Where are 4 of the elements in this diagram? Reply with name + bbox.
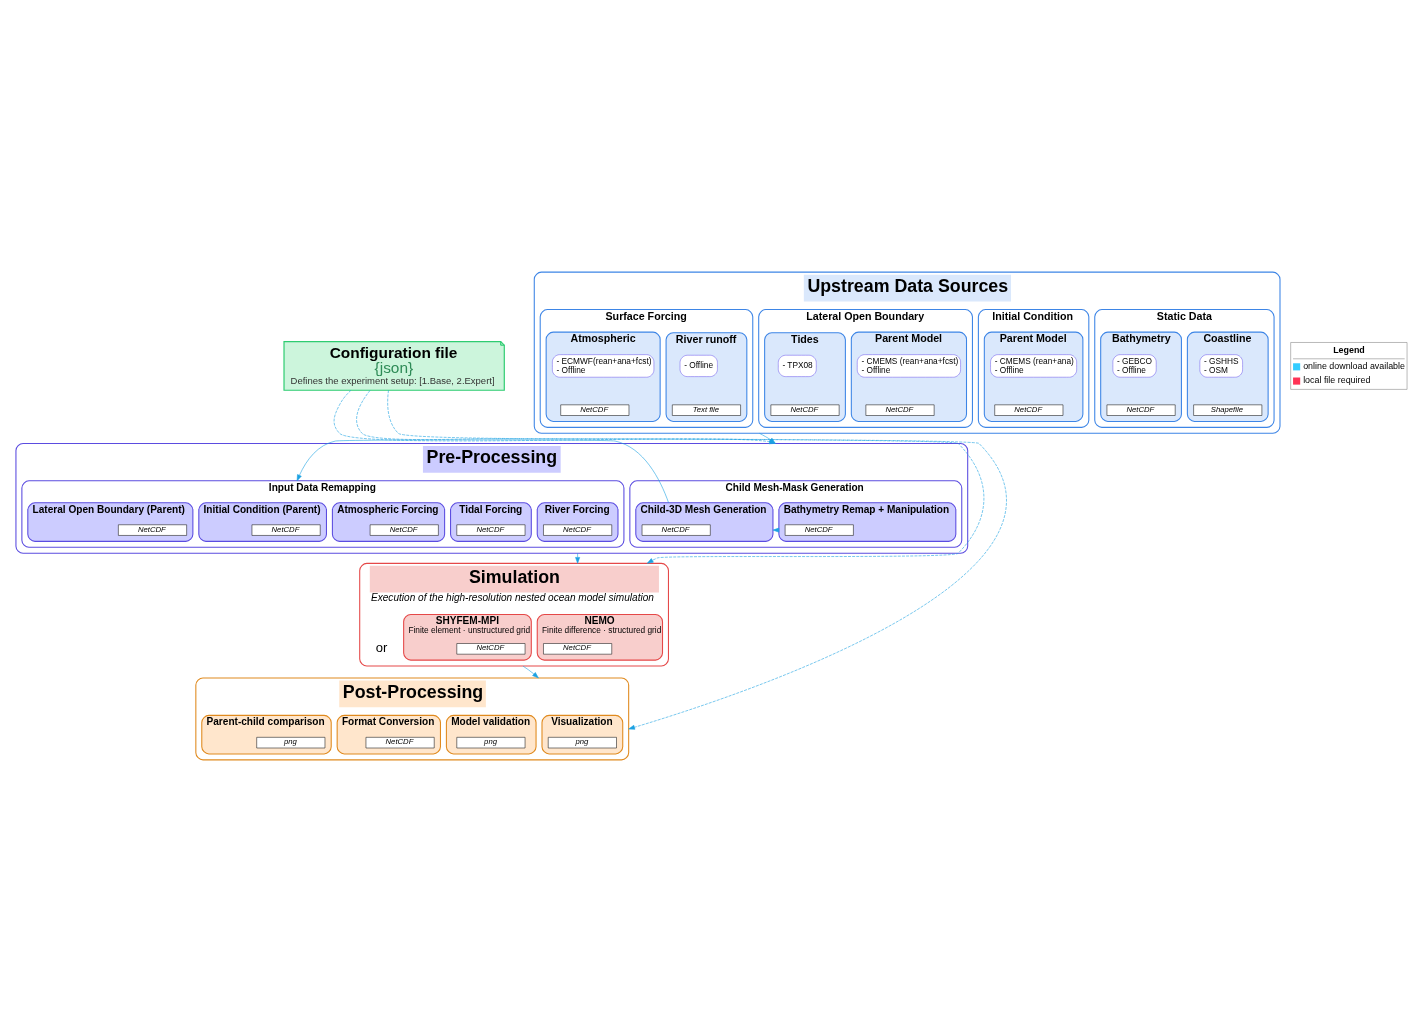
label: or: [375, 640, 388, 656]
legend-label: online download available: [1303, 360, 1405, 371]
label: Legend: [1333, 345, 1365, 356]
legend-label: local file required: [1303, 375, 1371, 386]
